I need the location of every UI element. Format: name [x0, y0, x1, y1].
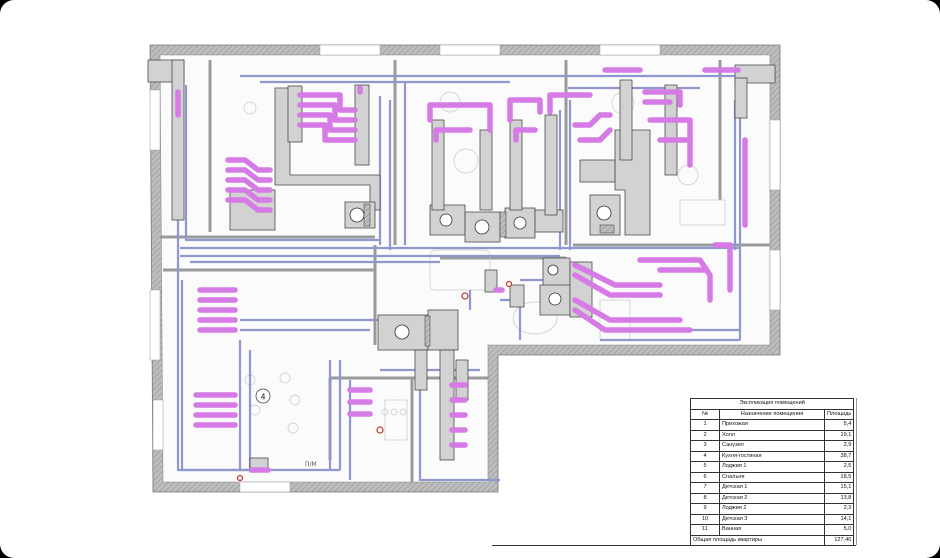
table-body: Экспликация помещений № Назначение помещ…	[689, 398, 855, 546]
cell-purpose: Лоджия 2	[719, 503, 825, 515]
title-block-line	[492, 545, 856, 546]
cell-number: 6	[690, 471, 720, 483]
cell-number: 3	[690, 440, 720, 452]
cell-area: 13,8	[823, 492, 855, 504]
cell-area: 14,1	[823, 513, 855, 525]
cell-purpose: Детская 2	[719, 492, 825, 504]
cell-number: 5	[690, 461, 720, 473]
room-number-label: 4	[260, 393, 265, 402]
table-caption: Экспликация помещений	[689, 398, 855, 410]
cell-area: 18,5	[823, 471, 855, 483]
mark-label: П/М	[305, 461, 317, 468]
cell-purpose: Прихожая	[719, 419, 825, 431]
table-header-row: № Назначение помещения Площадь	[690, 408, 855, 420]
cell-area: 2,9	[823, 440, 855, 452]
cell-area: 15,1	[823, 482, 855, 494]
cell-number: 9	[690, 503, 720, 515]
room-number-4: 4	[255, 388, 271, 404]
cell-number: 8	[690, 492, 720, 504]
cell-number: 7	[690, 482, 720, 494]
header-number: №	[690, 408, 720, 420]
cell-purpose: Лоджия 1	[719, 461, 825, 473]
thin-ducts	[176, 74, 742, 482]
cell-purpose: Ванная	[719, 524, 825, 536]
cell-number: 2	[690, 429, 720, 441]
cell-number: 1	[690, 419, 720, 431]
fan-units	[349, 205, 612, 340]
cell-area: 38,7	[823, 450, 855, 462]
cell-number: 11	[690, 524, 720, 536]
table-edge-line	[856, 398, 857, 545]
flex-ducts	[175, 67, 748, 473]
room-explication-table: Экспликация помещений № Назначение помещ…	[689, 398, 855, 546]
cell-purpose: Холл	[719, 429, 825, 441]
cell-purpose: Спальня	[719, 471, 825, 483]
furniture	[243, 91, 726, 441]
cell-area: 2,3	[823, 503, 855, 515]
table-caption-row: Экспликация помещений	[689, 398, 855, 410]
header-purpose: Назначение помещения	[719, 408, 825, 420]
header-area: Площадь	[823, 408, 855, 420]
grilles	[363, 203, 615, 347]
cell-number: 4	[690, 450, 720, 462]
cell-area: 5,0	[823, 524, 855, 536]
cell-number: 10	[690, 513, 720, 525]
cell-area: 5,4	[823, 419, 855, 431]
cell-purpose: Детская 1	[719, 482, 825, 494]
cell-area: 19,1	[823, 429, 855, 441]
total-label: Общая площадь квартиры	[690, 534, 825, 546]
cell-purpose: Санузел	[719, 440, 825, 452]
cell-purpose: Кухня-гостиная	[719, 450, 825, 462]
cell-purpose: Детская 3	[719, 513, 825, 525]
cell-area: 2,5	[823, 461, 855, 473]
total-value: 127,40	[823, 534, 855, 546]
valve-markers	[236, 280, 513, 482]
